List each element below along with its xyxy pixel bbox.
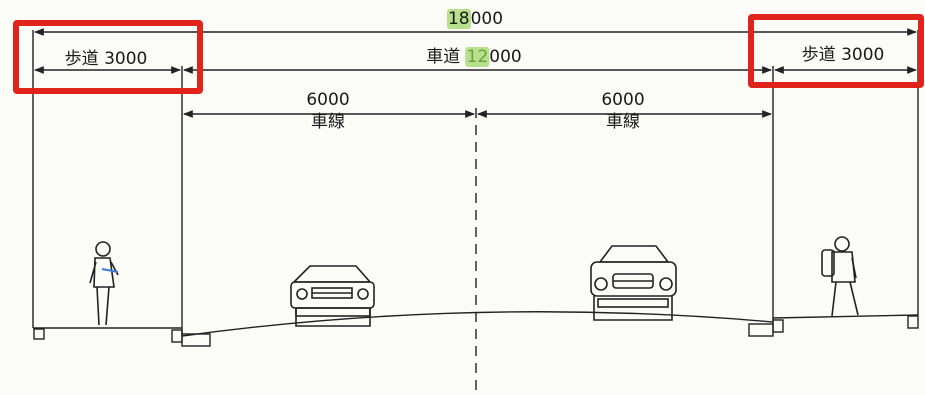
pedestrian-right-figure [821, 236, 859, 317]
curb-block-left-edge [33, 328, 45, 340]
car-right-figure [590, 245, 677, 321]
sidewalk-left-label: 歩道 3000 [64, 49, 148, 69]
curb-block-right-base [748, 323, 774, 337]
pedestrian-left-figure [89, 241, 119, 326]
total-width-label: 18000 [446, 9, 504, 29]
lane-right-name: 車線 [606, 112, 640, 132]
highlight-box-right-sidewalk [748, 14, 924, 88]
lane-left-width: 6000 [306, 90, 350, 110]
lane-right-width: 6000 [601, 90, 645, 110]
roadway-width-rest: 000 [489, 47, 522, 67]
lane-left-name: 車線 [311, 112, 345, 132]
total-width-rest: 000 [470, 9, 504, 29]
car-left-figure [290, 265, 375, 327]
highlight-box-left-sidewalk [13, 20, 203, 94]
roadway-marked-digits: 12 [465, 47, 490, 67]
sidewalk-right-label: 歩道 3000 [801, 45, 885, 65]
curb-block-left [171, 329, 183, 343]
roadway-name: 車道 [426, 47, 461, 67]
curb-block-right-edge [907, 315, 919, 329]
right-sidewalk-surface [772, 314, 919, 319]
total-width-highlight: 18 [446, 9, 471, 29]
curb-block-left-base [181, 333, 211, 347]
road-surface-crown [181, 311, 774, 337]
curb-block-right [772, 319, 784, 333]
roadway-label: 車道 12000 [426, 47, 522, 67]
